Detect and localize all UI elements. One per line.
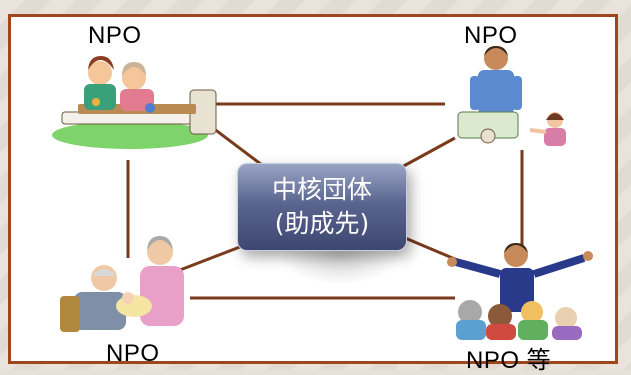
connector-hub-top-right xyxy=(399,136,456,170)
npo-label-bottom-left: NPO xyxy=(106,340,160,367)
parent-baby-stroller-clipart xyxy=(457,46,566,146)
speaker-audience-clipart xyxy=(447,243,593,340)
hub-title: 中核団体 xyxy=(271,175,372,204)
npo-label-top-right: NPO xyxy=(464,22,518,49)
hub-subtitle: (助成先) xyxy=(274,209,370,238)
connector-hub-bottom-left xyxy=(179,243,246,272)
core-organization-box: 中核団体 (助成先) xyxy=(237,163,407,251)
grandparents-baby-clipart xyxy=(60,236,184,332)
npo-label-top-left: NPO xyxy=(88,22,142,49)
family-meal-clipart xyxy=(52,56,217,149)
